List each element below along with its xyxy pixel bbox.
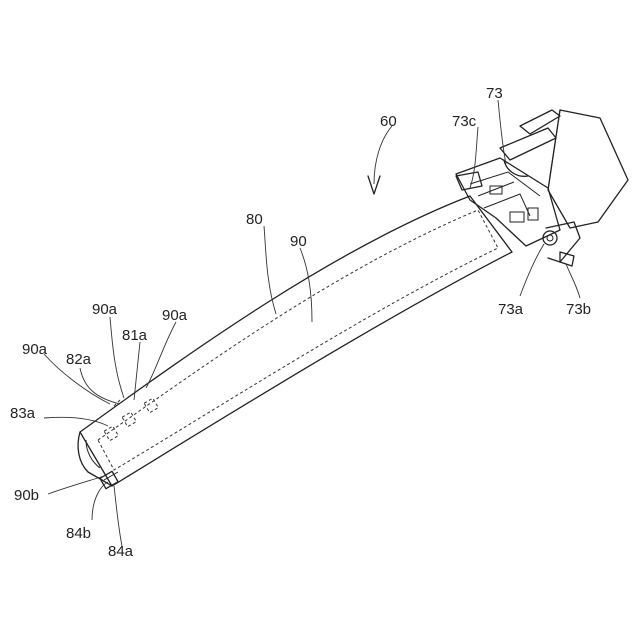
label-73: 73 xyxy=(486,85,503,102)
label-83a: 83a xyxy=(10,405,36,422)
label-90: 90 xyxy=(290,233,307,250)
connector-assembly xyxy=(456,110,628,266)
label-90a-top: 90a xyxy=(92,301,118,318)
label-84b: 84b xyxy=(66,525,91,542)
label-82a: 82a xyxy=(66,351,92,368)
label-60: 60 xyxy=(380,113,397,130)
label-73c: 73c xyxy=(452,113,477,130)
label-81a: 81a xyxy=(122,327,148,344)
label-73b: 73b xyxy=(566,301,591,318)
label-84a: 84a xyxy=(108,543,134,560)
label-90b: 90b xyxy=(14,487,39,504)
label-80: 80 xyxy=(246,211,263,228)
label-73a: 73a xyxy=(498,301,524,318)
dashed-features xyxy=(104,398,158,441)
label-90a-right: 90a xyxy=(162,307,188,324)
arrow-60 xyxy=(368,126,392,194)
label-90a-left: 90a xyxy=(22,341,48,358)
